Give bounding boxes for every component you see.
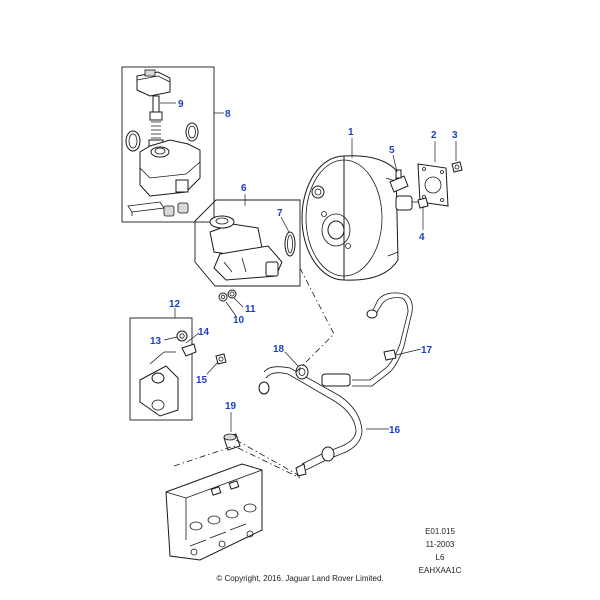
intake-manifold-illustration [165,463,263,561]
callout-15: 15 [196,375,208,386]
callout-1: 1 [348,127,354,138]
callout-12: 12 [169,299,181,310]
drawing-ref: E01.015 [425,527,455,536]
check-valve-19-illustration [223,433,241,451]
callout-17: 17 [421,345,433,356]
reservoir-clip-illustration [127,201,189,217]
callout-3: 3 [452,130,458,141]
callout-5: 5 [389,145,395,156]
fluid-reservoir-illustration [139,139,201,197]
vacuum-hose-16-illustration [258,366,363,477]
bolt-10-11-illustration [218,289,237,302]
callout-16: 16 [389,425,401,436]
callout-14: 14 [198,327,210,338]
callout-18: 18 [273,344,285,355]
callout-8: 8 [225,109,231,120]
pushrod-5-illustration [389,169,409,193]
callout-2: 2 [431,130,437,141]
nut-3-illustration [451,161,463,173]
callout-13: 13 [150,336,162,347]
brake-booster-illustration [301,155,420,281]
callout-11: 11 [245,304,256,315]
master-cylinder-box [194,199,301,287]
callout-6: 6 [241,183,247,194]
reservoir-kit-box [121,66,215,223]
bolt-15-illustration [215,353,227,365]
callout-19: 19 [225,401,237,412]
drawing-code: EAHXAA1C [418,566,462,575]
drawing-date: 11-2003 [425,540,455,549]
reservoir-seal-rings [125,122,199,152]
leader-lines [160,102,457,432]
bolt-4-illustration [417,197,429,209]
fitting-18-illustration [295,364,309,380]
callout-4: 4 [419,232,425,243]
callout-10: 10 [233,315,245,326]
callout-7: 7 [277,208,283,219]
reservoir-cap-illustration [136,69,171,149]
vacuum-hose-17-illustration [321,292,413,387]
copyright-notice: © Copyright, 2016. Jaguar Land Rover Lim… [216,574,384,583]
master-cylinder-illustration [209,215,296,281]
valve-block-illustration [139,330,197,417]
gasket-2-illustration [417,163,449,207]
drawing-level: L6 [435,553,445,562]
relation-lines [173,267,335,479]
callout-9: 9 [178,99,184,110]
valve-box [129,317,193,421]
